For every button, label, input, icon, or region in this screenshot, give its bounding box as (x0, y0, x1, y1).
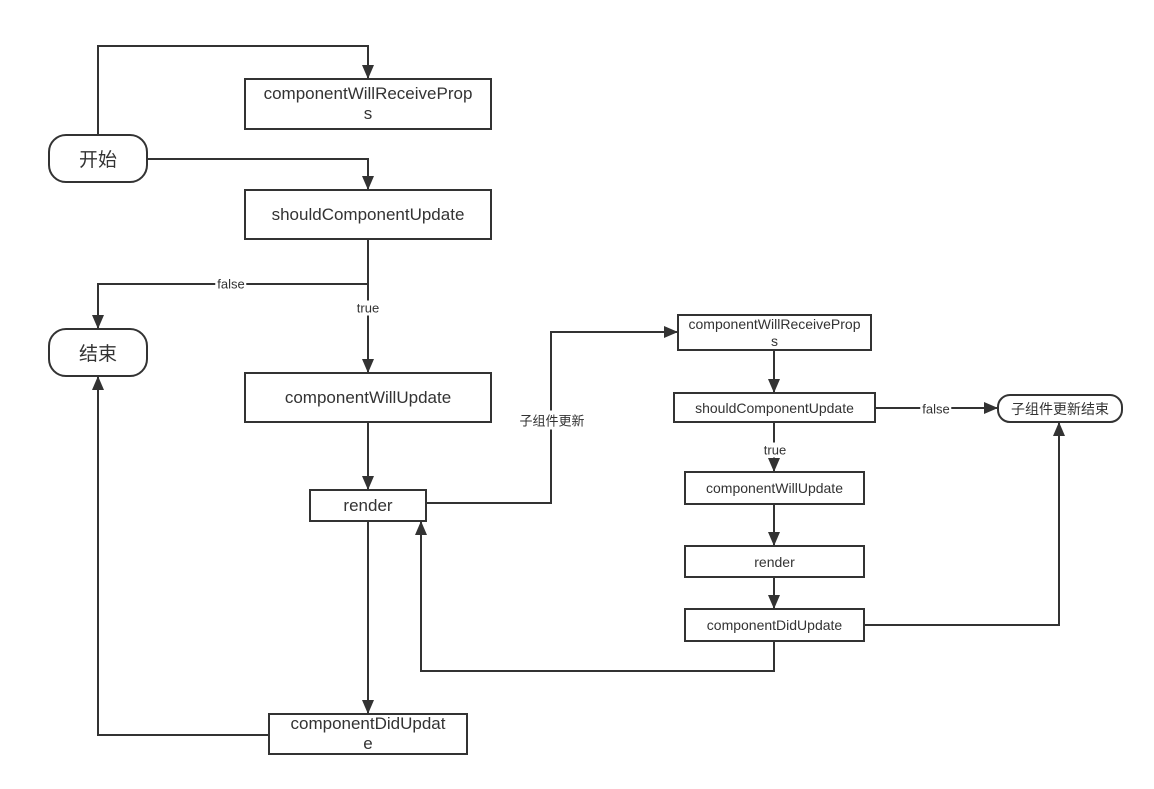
node-main-shouldcomponentupdate: shouldComponentUpdate (244, 189, 492, 240)
node-sub-componentdidupdate-label: componentDidUpdate (706, 617, 843, 633)
node-main-render: render (309, 489, 427, 522)
node-sub-componentwillreceiveprops-label: componentWillReceiveProps (688, 316, 861, 349)
edge-start-to-main-cwrp (97, 45, 374, 134)
node-sub-end-label: 子组件更新结束 (1011, 400, 1109, 417)
node-main-shouldcomponentupdate-label: shouldComponentUpdate (271, 204, 465, 224)
node-sub-end: 子组件更新结束 (997, 394, 1123, 423)
edge-sub-cdu-to-sub-end (865, 422, 1065, 626)
node-sub-componentwillupdate-label: componentWillUpdate (706, 480, 843, 496)
node-sub-shouldcomponentupdate: shouldComponentUpdate (673, 392, 876, 423)
edge-main-cdu-to-end (92, 376, 268, 736)
edge-label-sub-false: false (920, 401, 952, 417)
node-main-componentwillupdate: componentWillUpdate (244, 372, 492, 423)
node-main-componentwillupdate-label: componentWillUpdate (284, 387, 452, 407)
edge-start-to-main-scu (148, 158, 374, 190)
node-main-componentdidupdate: componentDidUpdate (268, 713, 468, 755)
node-main-componentwillreceiveprops-label: componentWillReceiveProps (263, 83, 473, 123)
node-end-label: 结束 (78, 344, 117, 365)
node-sub-componentwillreceiveprops: componentWillReceiveProps (677, 314, 872, 351)
node-sub-shouldcomponentupdate-label: shouldComponentUpdate (695, 399, 854, 416)
edge-label-sub-true: true (761, 442, 789, 458)
node-main-componentwillreceiveprops: componentWillReceiveProps (244, 78, 492, 130)
edge-sub-cdu-to-main-render (415, 521, 775, 672)
node-start-label: 开始 (78, 150, 117, 171)
node-main-componentdidupdate-label: componentDidUpdate (290, 713, 446, 753)
edge-label-main-true: true (354, 300, 382, 316)
node-sub-componentwillupdate: componentWillUpdate (684, 471, 865, 505)
node-sub-render-label: render (754, 553, 795, 570)
edge-label-main-false: false (215, 276, 247, 292)
node-end: 结束 (48, 328, 148, 377)
node-main-render-label: render (343, 495, 393, 515)
node-sub-render: render (684, 545, 865, 578)
node-sub-componentdidupdate: componentDidUpdate (684, 608, 865, 642)
edge-label-child-update: 子组件更新 (517, 410, 587, 430)
node-start: 开始 (48, 134, 148, 183)
